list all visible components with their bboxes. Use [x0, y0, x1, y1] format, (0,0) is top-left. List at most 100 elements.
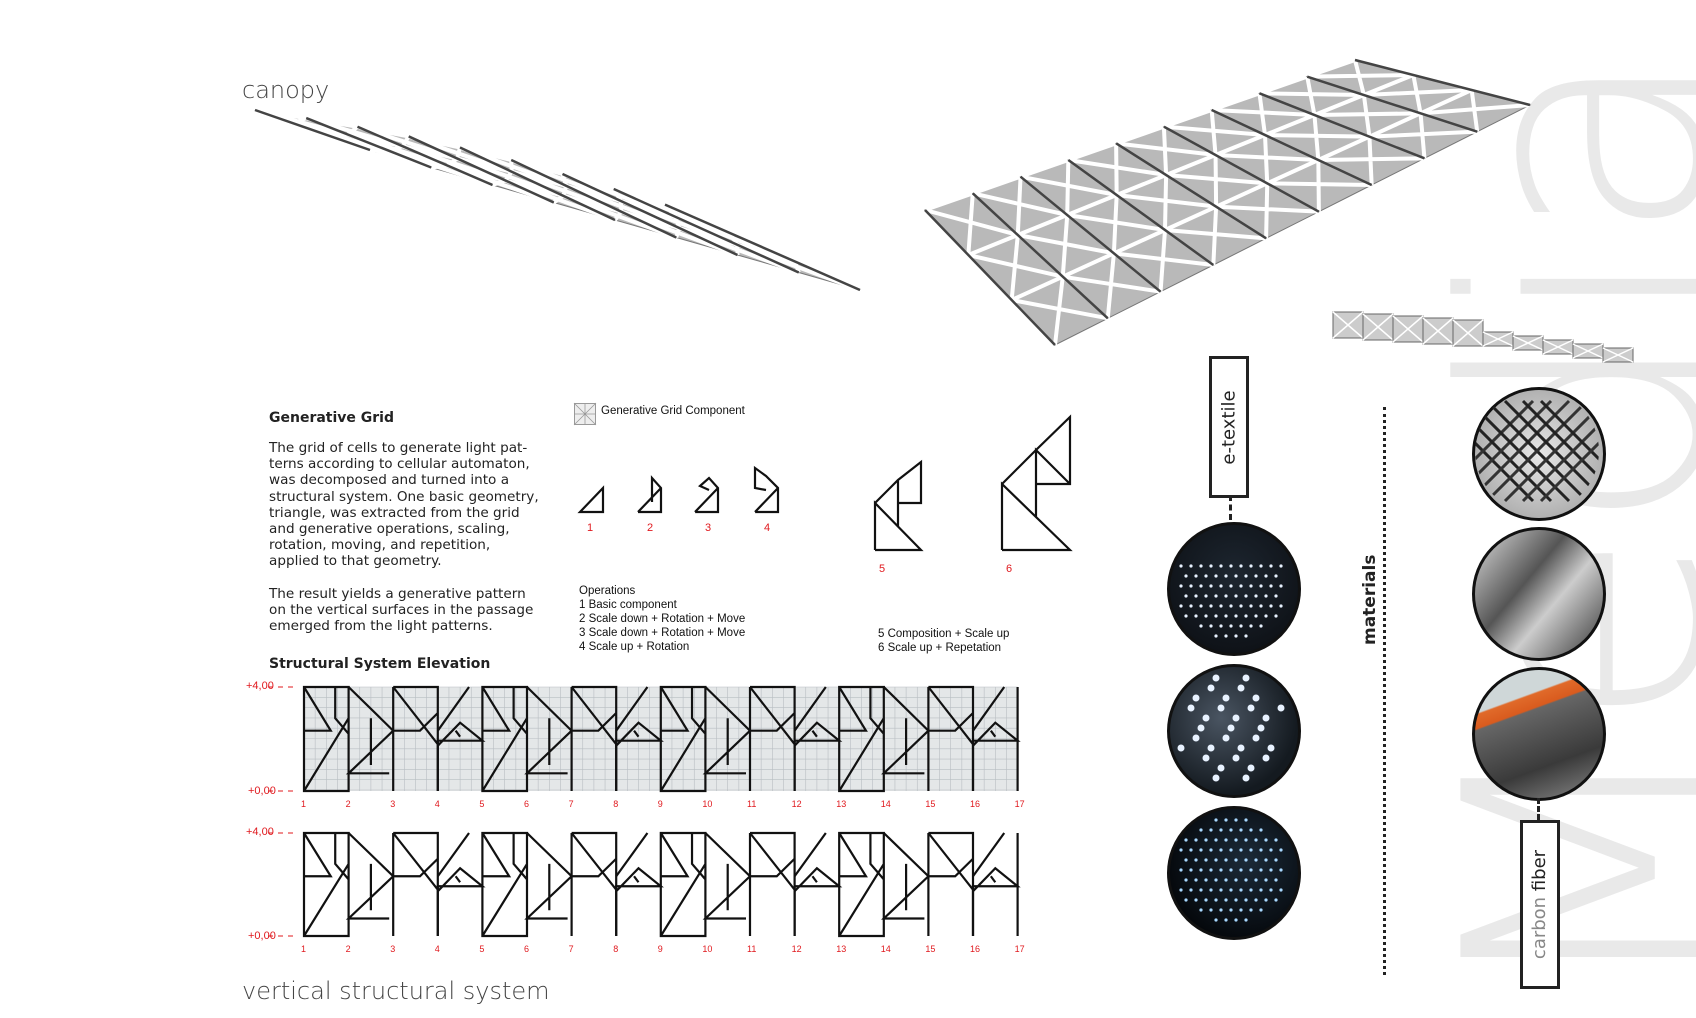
led-dots [1177, 564, 1285, 922]
operation-item: 1 Basic component [579, 599, 677, 611]
led-dot [1219, 564, 1223, 568]
led-dot [1249, 564, 1253, 568]
structure-module [927, 831, 975, 936]
led-dot [1279, 604, 1283, 608]
led-dot [1229, 908, 1233, 912]
canopy-right-grid-line [1019, 158, 1118, 216]
led-dot [1214, 898, 1218, 902]
led-dot [1234, 878, 1238, 882]
led-dot [1247, 764, 1255, 772]
canopy-right-grid-line [924, 191, 1019, 256]
axis-label: 9 [657, 799, 663, 809]
led-dot [1209, 828, 1213, 832]
generative-grid-paragraph-2: The result yields a generative pattern o… [269, 586, 534, 635]
led-dot [1259, 908, 1263, 912]
e-textile-connector [1229, 495, 1232, 520]
led-dot [1194, 594, 1198, 598]
led-dot [1199, 604, 1203, 608]
led-dot [1209, 624, 1213, 628]
e-textile-photo-3 [1167, 806, 1301, 940]
canopy-right-rib [924, 209, 1056, 346]
led-dot [1264, 898, 1268, 902]
led-dot [1269, 888, 1273, 892]
led-dot [1274, 878, 1278, 882]
led-dot [1274, 594, 1278, 598]
led-dot [1239, 624, 1243, 628]
canopy-left-rib [459, 146, 616, 222]
grid-component-icon [573, 402, 597, 426]
led-dot [1234, 858, 1238, 862]
led-dot [1207, 744, 1215, 752]
led-dot [1254, 614, 1258, 618]
led-dot [1212, 674, 1220, 682]
led-dot [1229, 624, 1233, 628]
led-dot [1209, 564, 1213, 568]
canopy-right-grid-line [1061, 251, 1161, 319]
led-dot [1214, 614, 1218, 618]
canopy-left-rib [561, 172, 739, 257]
carbon-lattice [1475, 399, 1599, 503]
led-dot [1229, 888, 1233, 892]
led-dot [1229, 848, 1233, 852]
level-dash [268, 832, 298, 937]
led-dot [1199, 584, 1203, 588]
led-dot [1249, 828, 1253, 832]
canopy-right-grid-line [1115, 173, 1217, 231]
axis-label: 15 [925, 944, 936, 954]
led-dot [1229, 604, 1233, 608]
led-dot [1239, 828, 1243, 832]
canopy-right-rib [1354, 58, 1531, 107]
structure-module [481, 685, 529, 793]
led-dot [1204, 614, 1208, 618]
axis-label: 16 [970, 944, 981, 954]
led-dot [1229, 828, 1233, 832]
led-dot [1279, 584, 1283, 588]
e-textile-label: e-textile [1218, 389, 1240, 465]
led-dot [1192, 694, 1200, 702]
canopy-right-grid-line [1419, 88, 1531, 132]
canopy-left-rib [510, 158, 677, 239]
lattice-bar [1475, 399, 1571, 503]
led-dot [1259, 828, 1263, 832]
canopy-left-grid-line [736, 242, 861, 292]
led-dot [1224, 614, 1228, 618]
canopy-right-grid-line [1165, 153, 1268, 207]
led-dot [1259, 564, 1263, 568]
axis-label: 10 [702, 799, 713, 809]
materials-dashed-line [1383, 407, 1386, 975]
led-dot [1262, 754, 1270, 762]
carbon-word: carbon [1529, 896, 1551, 960]
canopy-left-drawing [254, 108, 861, 292]
axis-label: 16 [970, 799, 981, 809]
axis-label: 1 [301, 799, 307, 809]
axis-label: 3 [390, 944, 396, 954]
led-dot [1239, 868, 1243, 872]
structure-module [436, 832, 486, 936]
structure-module [345, 686, 395, 775]
canopy-right-grid-line [1313, 93, 1421, 137]
canopy-left-grid-line [504, 178, 616, 222]
axis-label: 10 [702, 944, 713, 954]
led-dot [1237, 684, 1245, 692]
axis-label: 6 [524, 799, 530, 809]
led-dot [1234, 898, 1238, 902]
canopy-right-grid-line [1115, 124, 1216, 176]
led-dot [1209, 604, 1213, 608]
led-dot [1259, 868, 1263, 872]
led-dot [1184, 858, 1188, 862]
canopy-right-grid-line [1010, 274, 1109, 346]
led-dot [1189, 564, 1193, 568]
led-dot [1234, 634, 1238, 638]
materials-label: materials [1360, 554, 1380, 645]
led-dot [1194, 574, 1198, 578]
canopy-right-rib [1019, 175, 1162, 293]
strip-brace [1482, 331, 1514, 347]
structure-module [927, 685, 975, 791]
step-label-1: 1 [587, 522, 594, 534]
canopy-section-strip [1332, 311, 1634, 363]
axis-label: 1 [301, 944, 307, 954]
canopy-left-grid-line [562, 193, 677, 240]
led-dot [1242, 674, 1250, 682]
canopy-right-rib [1115, 142, 1267, 240]
operations-list: Operations 1 Basic component 2 Scale dow… [579, 584, 745, 654]
